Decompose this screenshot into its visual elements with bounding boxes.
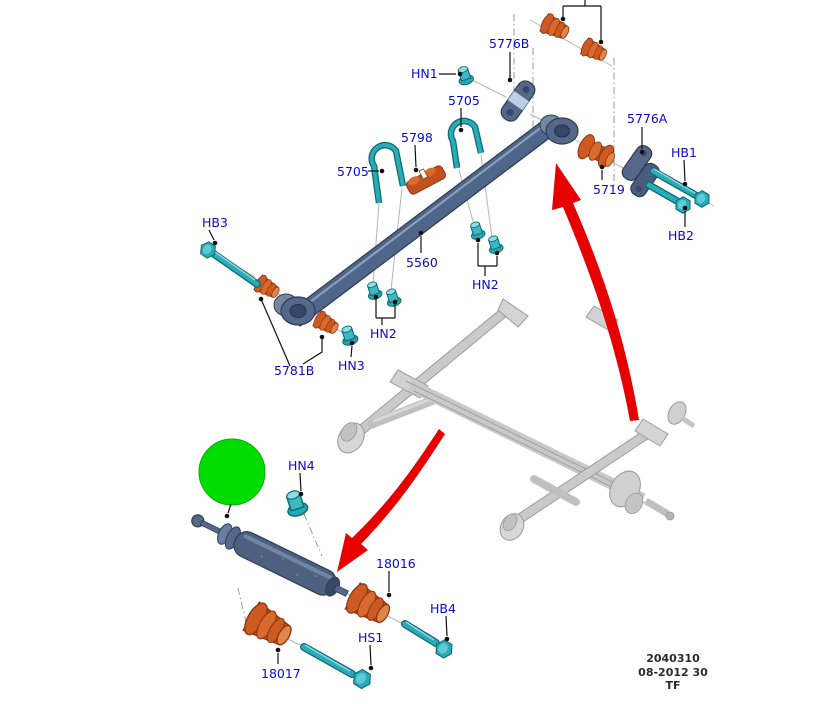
u-bolt-5705-left — [368, 141, 407, 204]
part-label-hb3: HB3 — [202, 215, 228, 230]
part-label-18017: 18017 — [261, 666, 301, 681]
part-label-hn4: HN4 — [288, 458, 315, 473]
shock-absorber-drawing — [191, 514, 349, 597]
part-label-hs1: HS1 — [358, 630, 384, 645]
red-arrow-to-shock — [337, 429, 445, 572]
upper-bracket-callout — [562, 0, 602, 40]
part-label-5776B: 5776B — [489, 36, 530, 51]
part-label-5719: 5719 — [593, 182, 625, 197]
part-label-5705-left: 5705 — [337, 164, 369, 179]
part-label-hb4: HB4 — [430, 601, 456, 616]
footer-code: 2040310 — [646, 652, 700, 665]
leader-lines — [208, 52, 686, 666]
shackle-5776B-drawing — [500, 80, 536, 122]
part-label-hn1: HN1 — [411, 66, 438, 81]
part-label-hn2-left: HN2 — [370, 326, 397, 341]
upper-bushing-pair-drawing — [537, 11, 611, 66]
nut-hn1 — [454, 64, 476, 87]
footer-initials: TF — [665, 679, 681, 692]
part-label-5560: 5560 — [406, 255, 438, 270]
nut-hn2-right-b — [485, 233, 505, 256]
chassis-drawing — [337, 298, 696, 541]
nut-hn2-right-a — [467, 219, 487, 242]
bushing-18017-drawing — [239, 598, 298, 654]
nut-hn2-left-b — [383, 286, 403, 309]
bolt-hb4 — [401, 620, 457, 661]
u-bolt-5705-right — [447, 117, 485, 169]
leaf-spring-drawing — [273, 114, 579, 327]
bolt-hb3 — [196, 239, 261, 288]
bolt-hb2 — [645, 181, 695, 216]
part-label-18016: 18016 — [376, 556, 416, 571]
diagram-footer-stamp: 2040310 08-2012 30 TF — [618, 652, 728, 693]
nut-hn4 — [281, 487, 311, 520]
part-label-hb1: HB1 — [671, 145, 697, 160]
part-label-hb2: HB2 — [668, 228, 694, 243]
bushing-5719-drawing — [577, 134, 615, 168]
part-label-5781B: 5781B — [274, 363, 315, 378]
bolt-hb1 — [649, 167, 714, 210]
green-circle-marker — [198, 438, 266, 506]
footer-date: 08-2012 30 — [638, 665, 708, 679]
bolt-hs1 — [300, 643, 375, 692]
part-label-hn2-right: HN2 — [472, 277, 499, 292]
part-label-hn3: HN3 — [338, 358, 365, 373]
part-label-5705-upper: 5705 — [448, 93, 480, 108]
leader-dots — [212, 16, 688, 671]
part-label-5776A: 5776A — [627, 111, 668, 126]
red-arrow-to-leaf-spring — [552, 163, 639, 421]
part-label-5798: 5798 — [401, 130, 433, 145]
nut-hn3 — [338, 323, 360, 348]
spring-plate-5798-drawing — [405, 165, 447, 195]
bushing-18016-drawing — [341, 580, 396, 631]
